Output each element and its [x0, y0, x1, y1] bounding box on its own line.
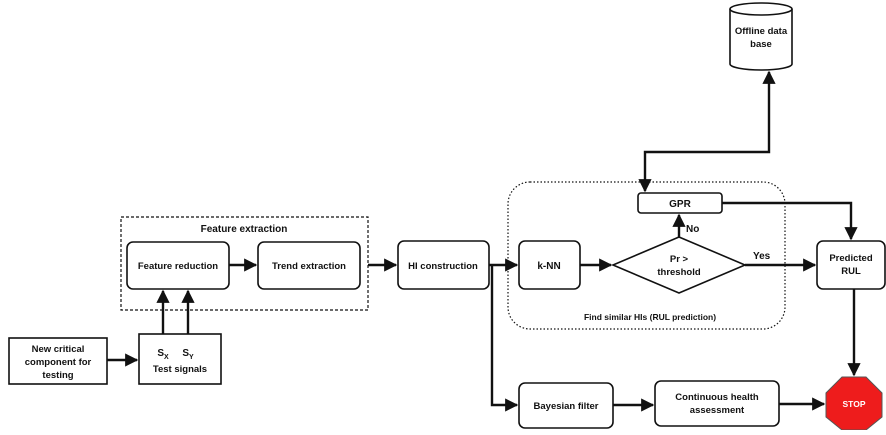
stop-label: STOP [843, 399, 866, 409]
health-assessment-label-2: assessment [690, 405, 745, 416]
edge-database-gpr [638, 70, 776, 193]
edge-gpr-to-rul [722, 201, 858, 241]
bayesian-filter-label: Bayesian filter [534, 401, 599, 412]
feature-reduction-label: Feature reduction [138, 261, 218, 272]
knn-label: k-NN [537, 261, 560, 272]
edge-label-no: No [686, 224, 699, 235]
test-signals-label: Test signals [153, 364, 207, 375]
health-assessment-label-1: Continuous health [675, 392, 759, 403]
gpr-label: GPR [669, 199, 691, 210]
sy-label: SY [182, 348, 194, 361]
edge-label-yes: Yes [753, 251, 771, 262]
find-similar-his-title: Find similar HIs (RUL prediction) [584, 312, 716, 322]
threshold-decision [610, 236, 748, 294]
new-component-label-3: testing [42, 370, 73, 381]
hi-construction-label: HI construction [408, 261, 478, 272]
offline-database-label-2: base [750, 39, 772, 50]
new-component-label-1: New critical [32, 344, 85, 355]
trend-extraction-box [257, 241, 361, 290]
predicted-rul-label-1: Predicted [829, 253, 872, 264]
predicted-rul-box [816, 240, 886, 290]
new-component-label-2: component for [25, 357, 92, 368]
feature-extraction-title: Feature extraction [201, 224, 288, 235]
decision-label-1: Pr > [670, 254, 689, 265]
health-assessment-box [654, 380, 780, 427]
offline-database-label-1: Offline data [735, 26, 788, 37]
trend-extraction-label: Trend extraction [272, 261, 346, 272]
offline-database: Offline data base [729, 2, 793, 71]
test-signals-box [138, 333, 222, 385]
edge-hi-to-bayesian [490, 265, 519, 412]
decision-label-2: threshold [657, 267, 700, 278]
sx-label: SX [157, 348, 169, 361]
predicted-rul-label-2: RUL [841, 266, 861, 277]
new-component-box [8, 337, 108, 385]
